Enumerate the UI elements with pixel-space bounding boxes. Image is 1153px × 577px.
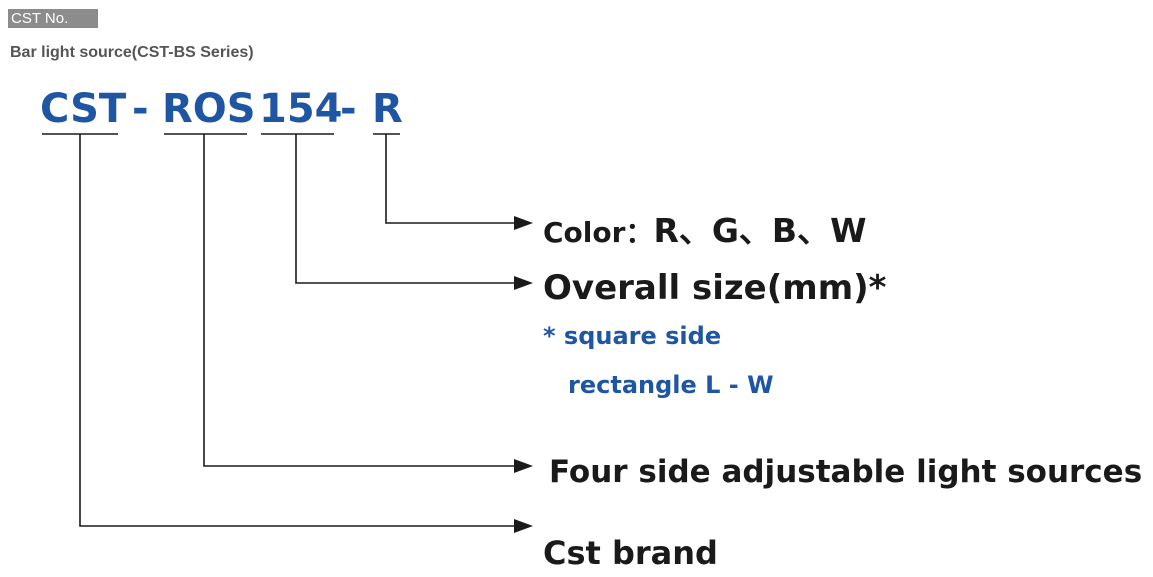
connector-brand <box>79 134 517 527</box>
connector-size <box>295 134 517 284</box>
code-brand: CST <box>40 86 127 132</box>
color-label: Color：R、G、B、W <box>543 204 867 252</box>
type-label: Four side adjustable light sources <box>549 454 1143 490</box>
size-note-rectangle: rectangle L - W <box>568 371 774 399</box>
brand-label: Cst brand <box>543 534 718 572</box>
color-label-prefix: Color： <box>543 216 654 249</box>
series-subtitle: Bar light source(CST-BS Series) <box>10 44 254 61</box>
size-label: Overall size(mm)* <box>543 268 887 308</box>
code-type: ROS <box>162 86 256 132</box>
connector-color <box>385 134 517 224</box>
size-note-square: * square side <box>543 322 722 350</box>
arrow-color-icon <box>514 216 533 230</box>
code-separator-1: - <box>132 86 149 132</box>
arrow-type-icon <box>514 459 533 473</box>
arrow-brand-icon <box>514 519 533 533</box>
connector-type <box>203 134 517 467</box>
color-options: R、G、B、W <box>653 211 867 250</box>
arrow-size-icon <box>514 276 533 290</box>
cst-no-badge: CST No. <box>8 9 98 28</box>
code-color: R <box>372 86 403 132</box>
code-separator-2: - <box>340 86 357 132</box>
code-size: 154 <box>259 86 343 132</box>
